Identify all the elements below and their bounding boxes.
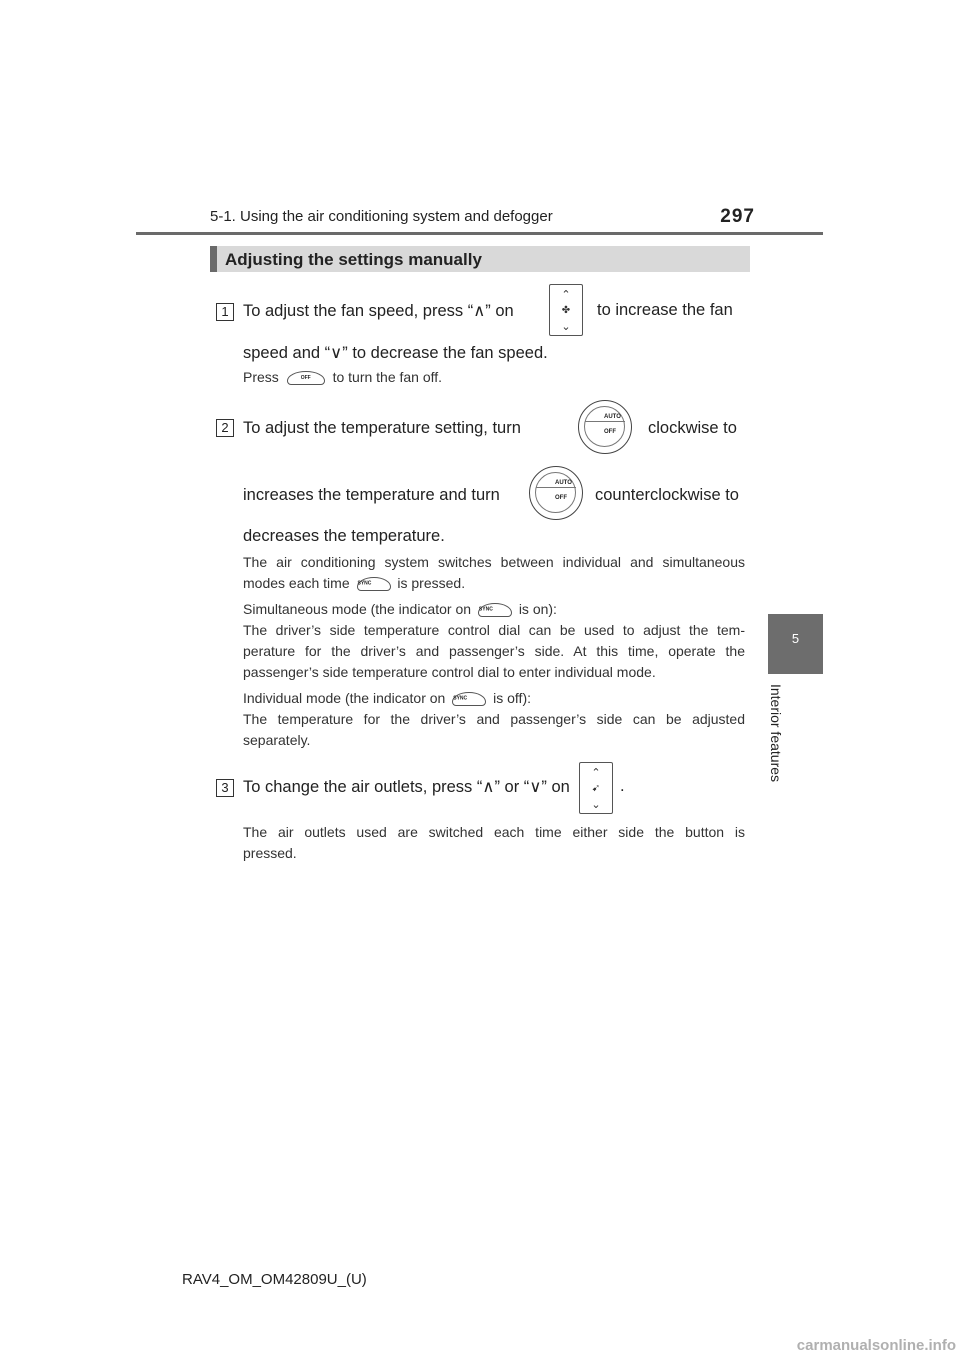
step-2-line-2-end: counterclockwise to [595, 486, 739, 504]
step-1-note: Press OFF to turn the fan off. [243, 369, 443, 386]
section-reference: 5-1. Using the air conditioning system a… [210, 208, 553, 225]
step-2-line-2: increases the temperature and turn [243, 486, 500, 504]
document-code: RAV4_OM_OM42809U_(U) [182, 1271, 367, 1288]
sync-button-icon: SYNC [477, 603, 512, 618]
step-3-line-1-end: . [620, 777, 625, 795]
page-header: 5-1. Using the air conditioning system a… [210, 206, 755, 228]
step-2-paragraph-2: Simultaneous mode (the indicator on SYNC… [243, 601, 745, 680]
step-number-2: 2 [216, 419, 234, 437]
step-3-paragraph: The air outlets used are switched each t… [243, 824, 745, 861]
step-2-paragraph-3: Individual mode (the indicator on SYNC i… [243, 690, 745, 748]
header-rule [136, 232, 823, 235]
step-2-line-3: decreases the temperature. [243, 527, 445, 545]
sync-button-icon: SYNC [356, 577, 391, 592]
watermark: carmanualsonline.info [796, 1337, 956, 1354]
temperature-dial-icon: AUTO OFF [529, 466, 583, 520]
down-chevron-icon: ⌄ [591, 799, 601, 811]
chapter-tab: 5 [768, 614, 823, 674]
chapter-side-label: Interior features [762, 678, 790, 788]
fan-icon: ✤ [561, 305, 571, 316]
step-number-3: 3 [216, 779, 234, 797]
step-3-line-1: To change the air outlets, press “∧” or … [243, 778, 570, 796]
chapter-number: 5 [791, 631, 800, 646]
temperature-dial-icon: AUTO OFF [578, 400, 632, 454]
step-1-line-1: To adjust the fan speed, press “∧” on [243, 302, 514, 320]
up-chevron-icon: ⌃ [591, 767, 601, 779]
down-chevron-icon: ⌄ [561, 321, 571, 333]
page-number: 297 [720, 206, 755, 227]
step-2-line-1-end: clockwise to [648, 419, 737, 437]
step-1-line-2: speed and “∨” to decrease the fan speed. [243, 344, 548, 362]
step-2-paragraph-1: The air conditioning system switches bet… [243, 554, 745, 592]
air-outlet-icon: ➹ [591, 783, 601, 794]
step-1-line-1-end: to increase the fan [597, 301, 733, 319]
sync-button-icon: SYNC [452, 692, 487, 707]
step-number-1: 1 [216, 303, 234, 321]
chapter-title: Interior features [768, 683, 784, 783]
air-outlet-button-icon: ⌃ ➹ ⌄ [579, 762, 613, 814]
fan-speed-button-icon: ⌃ ✤ ⌄ [549, 284, 583, 336]
up-chevron-icon: ⌃ [561, 289, 571, 301]
section-title-bar: Adjusting the settings manually [210, 246, 750, 272]
step-2-line-1: To adjust the temperature setting, turn [243, 419, 521, 437]
fan-off-button-icon: OFF [286, 371, 325, 386]
section-title: Adjusting the settings manually [225, 250, 482, 269]
